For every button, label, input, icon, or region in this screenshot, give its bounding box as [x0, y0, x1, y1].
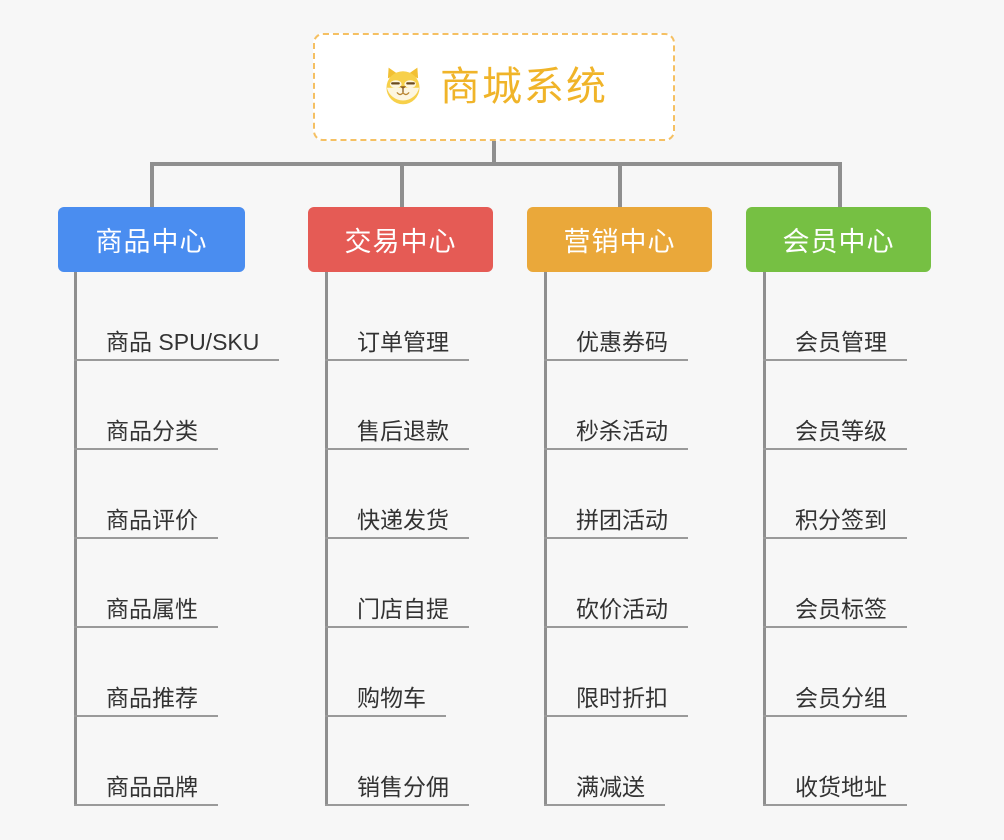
branch-spine-3	[763, 272, 766, 806]
leaf-item[interactable]: 积分签到	[763, 450, 907, 539]
leaf-item[interactable]: 销售分佣	[325, 717, 469, 806]
category-box-2[interactable]: 营销中心	[527, 207, 712, 272]
root-node[interactable]: 商城系统	[313, 33, 675, 141]
category-label-1: 交易中心	[344, 227, 457, 257]
category-label-2: 营销中心	[563, 227, 676, 257]
leaf-label: 购物车	[357, 684, 426, 711]
leaf-label: 会员分组	[795, 684, 887, 711]
branch-spine-1	[325, 272, 328, 806]
connector-drop-2	[400, 162, 404, 208]
branch-column-1: 订单管理 售后退款 快递发货 门店自提 购物车 销售分佣	[325, 272, 495, 806]
leaf-label: 商品分类	[106, 417, 198, 444]
leaf-label: 销售分佣	[357, 773, 449, 800]
leaf-item[interactable]: 商品 SPU/SKU	[74, 272, 279, 361]
branch-column-0: 商品 SPU/SKU 商品分类 商品评价 商品属性 商品推荐 商品品牌	[74, 272, 284, 806]
leaf-item[interactable]: 限时折扣	[544, 628, 688, 717]
leaf-label: 快递发货	[357, 506, 449, 533]
leaf-item[interactable]: 门店自提	[325, 539, 469, 628]
branch-column-3: 会员管理 会员等级 积分签到 会员标签 会员分组 收货地址	[763, 272, 933, 806]
leaf-label: 收货地址	[795, 773, 887, 800]
leaf-item[interactable]: 砍价活动	[544, 539, 688, 628]
leaf-label: 订单管理	[357, 328, 449, 355]
leaf-item[interactable]: 商品推荐	[74, 628, 218, 717]
root-title: 商城系统	[440, 65, 608, 109]
leaf-item[interactable]: 会员管理	[763, 272, 907, 361]
category-box-3[interactable]: 会员中心	[746, 207, 931, 272]
leaf-item[interactable]: 商品评价	[74, 450, 218, 539]
branch-spine-0	[74, 272, 77, 806]
leaf-label: 满减送	[576, 773, 645, 800]
leaf-item[interactable]: 满减送	[544, 717, 665, 806]
leaf-label: 商品推荐	[106, 684, 198, 711]
leaf-item[interactable]: 优惠券码	[544, 272, 688, 361]
leaf-label: 限时折扣	[576, 684, 668, 711]
leaf-label: 商品 SPU/SKU	[106, 328, 260, 355]
leaf-item[interactable]: 秒杀活动	[544, 361, 688, 450]
leaf-label: 商品属性	[106, 595, 198, 622]
leaf-label: 会员管理	[795, 328, 887, 355]
shiba-dog-face-icon	[380, 64, 426, 110]
leaf-label: 会员等级	[795, 417, 887, 444]
leaf-item[interactable]: 快递发货	[325, 450, 469, 539]
connector-drop-1	[150, 162, 154, 208]
leaf-label: 砍价活动	[576, 595, 668, 622]
connector-bus	[150, 162, 842, 166]
leaf-item[interactable]: 售后退款	[325, 361, 469, 450]
branch-spine-2	[544, 272, 547, 806]
leaf-item[interactable]: 购物车	[325, 628, 446, 717]
branch-column-2: 优惠券码 秒杀活动 拼团活动 砍价活动 限时折扣 满减送	[544, 272, 714, 806]
leaf-item[interactable]: 商品分类	[74, 361, 218, 450]
leaf-item[interactable]: 商品品牌	[74, 717, 218, 806]
leaf-item[interactable]: 订单管理	[325, 272, 469, 361]
category-label-3: 会员中心	[782, 227, 895, 257]
category-label-0: 商品中心	[95, 227, 208, 257]
leaf-item[interactable]: 商品属性	[74, 539, 218, 628]
leaf-item[interactable]: 会员分组	[763, 628, 907, 717]
leaf-item[interactable]: 会员标签	[763, 539, 907, 628]
connector-drop-4	[838, 162, 842, 208]
leaf-item[interactable]: 会员等级	[763, 361, 907, 450]
connector-drop-3	[618, 162, 622, 208]
leaf-label: 商品品牌	[106, 773, 198, 800]
leaf-label: 会员标签	[795, 595, 887, 622]
category-box-0[interactable]: 商品中心	[58, 207, 245, 272]
leaf-label: 售后退款	[357, 417, 449, 444]
connector-root-stem	[492, 141, 496, 164]
leaf-label: 积分签到	[795, 506, 887, 533]
leaf-label: 优惠券码	[576, 328, 668, 355]
leaf-item[interactable]: 拼团活动	[544, 450, 688, 539]
leaf-label: 拼团活动	[576, 506, 668, 533]
leaf-label: 秒杀活动	[576, 417, 668, 444]
leaf-item[interactable]: 收货地址	[763, 717, 907, 806]
category-box-1[interactable]: 交易中心	[308, 207, 493, 272]
leaf-label: 门店自提	[357, 595, 449, 622]
leaf-label: 商品评价	[106, 506, 198, 533]
